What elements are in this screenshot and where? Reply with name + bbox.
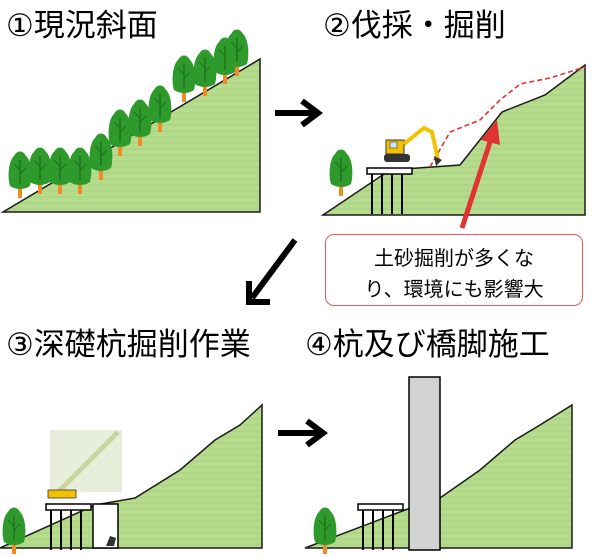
slope-2: [320, 63, 586, 216]
crane-base: [47, 489, 77, 499]
panel-2-title: ②伐採・掘削: [323, 8, 506, 44]
red-arrow: [459, 120, 500, 229]
panel-3-diagram: [0, 403, 263, 555]
temporary-platform-3: [45, 503, 92, 550]
excavator-icon: [384, 125, 442, 166]
panel-4-diagram: [304, 376, 573, 555]
callout-line-2: り、環境にも影響大: [364, 277, 544, 301]
temporary-platform-2: [366, 167, 413, 214]
bridge-pier: [408, 376, 441, 551]
pile-excavator-icon: [106, 536, 116, 546]
arrow-down-left: [246, 238, 298, 305]
panel-1-title: ①現況斜面: [6, 8, 158, 44]
panel-4-title: ④杭及び橋脚施工: [305, 327, 550, 363]
slope-3: [0, 403, 263, 549]
tree-2: [328, 148, 354, 197]
excavation-outline: [429, 66, 586, 168]
arrow-right-2: [278, 418, 328, 448]
callout-box: 土砂掘削が多くな り、環境にも影響大: [325, 234, 583, 306]
temporary-platform-4: [357, 503, 404, 550]
arrow-right-1: [275, 98, 323, 128]
crane-boom: [56, 430, 120, 494]
callout-line-1: 土砂掘削が多くな: [374, 246, 534, 270]
panel-3-title: ③深礎杭掘削作業: [6, 327, 251, 363]
panel-2-diagram: [320, 63, 586, 229]
panel-1-diagram: [0, 28, 261, 213]
